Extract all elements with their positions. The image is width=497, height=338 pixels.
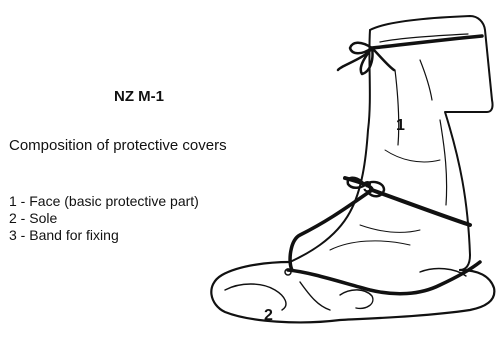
callout-sole: 2 — [264, 307, 273, 324]
upper-tie-band — [372, 36, 482, 48]
callout-face: 1 — [396, 117, 405, 134]
cover-face-front — [290, 30, 370, 262]
cover-sole — [211, 262, 494, 322]
lower-band — [288, 262, 480, 294]
callout-band: 3 — [363, 179, 372, 196]
middle-band-wrap — [290, 190, 372, 270]
